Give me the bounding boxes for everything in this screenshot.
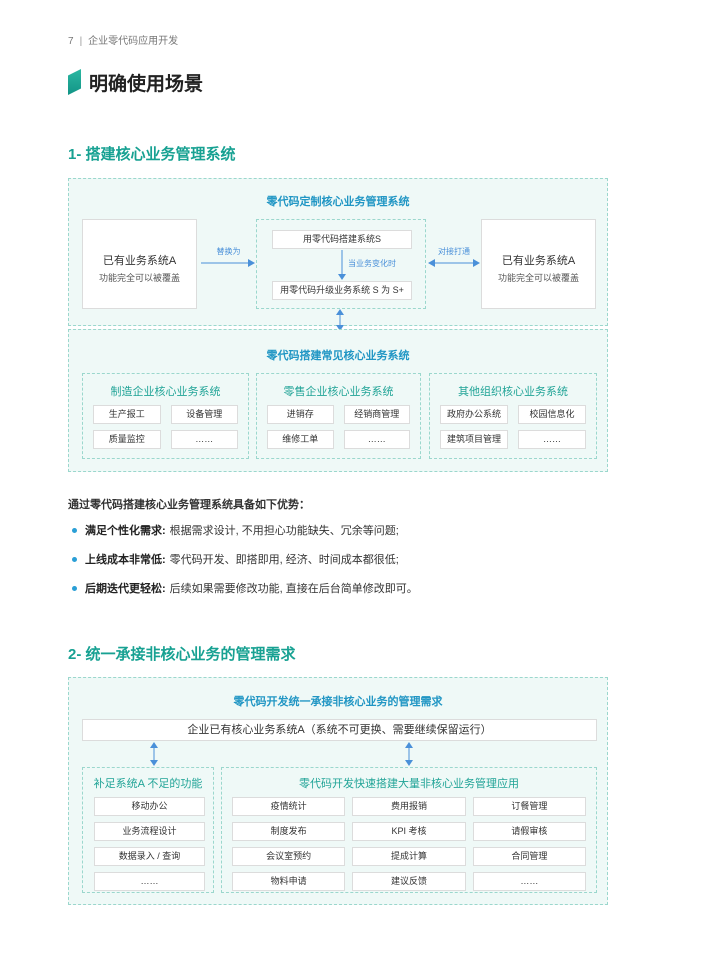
custom-core-system-box: 零代码定制核心业务管理系统 已有业务系统A 功能完全可以被覆盖 替换为 用零代码… (68, 178, 608, 326)
double-arrow-icon (428, 259, 480, 267)
advantages-intro: 通过零代码搭建核心业务管理系统具备如下优势： (68, 499, 310, 511)
app-item: 合同管理 (472, 847, 586, 866)
app-item: 提成计算 (352, 847, 466, 866)
existing-system-left-desc: 功能完全可以被覆盖 (98, 273, 180, 283)
retail-group: 零售企业核心业务系统 进销存 经销商管理 维修工单 …… (256, 373, 421, 459)
supplement-title: 补足系统A 不足的功能 (93, 778, 203, 790)
advantage-text: 零代码开发、即搭即用, 经济、时间成本都很低; (169, 554, 399, 566)
app-item: 制度发布 (232, 822, 346, 841)
advantage-text: 后续如果需要修改功能, 直接在后台简单修改即可。 (169, 583, 418, 595)
bullet-dot (72, 528, 77, 533)
advantage-label: 满足个性化需求: (85, 525, 166, 537)
vertical-double-arrow-icon (150, 742, 158, 766)
supplement-item: …… (94, 872, 205, 891)
page-title: 明确使用场景 (89, 74, 204, 95)
app-item: KPI 考核 (352, 822, 466, 841)
supplement-item: 业务流程设计 (94, 822, 205, 841)
group-item: 生产报工 (93, 405, 161, 424)
advantage-text: 根据需求设计, 不用担心功能缺失、冗余等问题; (169, 525, 399, 537)
app-item: …… (472, 872, 586, 891)
down-arrow-icon (338, 250, 346, 280)
title-marker-icon (68, 69, 81, 95)
build-system-step: 用零代码搭建系统S (272, 230, 412, 249)
retail-group-title: 零售企业核心业务系统 (283, 386, 394, 398)
right-arrow-icon (201, 259, 255, 267)
connect-label: 对接打通 (438, 247, 470, 256)
existing-system-left-name: 已有业务系统A (102, 255, 177, 267)
existing-system-right-name: 已有业务系统A (501, 255, 576, 267)
group-item: …… (518, 430, 586, 449)
other-org-group: 其他组织核心业务系统 政府办公系统 校园信息化 建筑项目管理 …… (429, 373, 597, 459)
advantage-item: 满足个性化需求:根据需求设计, 不用担心功能缺失、冗余等问题; (85, 524, 399, 538)
common-core-system-box: 零代码搭建常见核心业务系统 制造企业核心业务系统 生产报工 设备管理 质量监控 … (68, 329, 608, 472)
running-header: 7 | 企业零代码应用开发 (68, 32, 178, 47)
app-item: 订餐管理 (472, 797, 586, 816)
app-item: 疫情统计 (232, 797, 346, 816)
non-core-box-title: 零代码开发统一承接非核心业务的管理需求 (233, 696, 443, 708)
bullet-dot (72, 586, 77, 591)
supplement-functions-group: 补足系统A 不足的功能 移动办公 业务流程设计 数据录入 / 查询 …… (82, 767, 214, 893)
group-item: …… (170, 430, 238, 449)
supplement-item: 数据录入 / 查询 (94, 847, 205, 866)
group-item: 质量监控 (93, 430, 161, 449)
group-item: 政府办公系统 (440, 405, 508, 424)
bullet-dot (72, 557, 77, 562)
non-core-apps-group: 零代码开发快速搭建大量非核心业务管理应用 疫情统计 费用报销 订餐管理 制度发布… (221, 767, 597, 893)
other-org-group-title: 其他组织核心业务系统 (458, 386, 568, 398)
app-item: 建议反馈 (352, 872, 466, 891)
group-item: 经销商管理 (343, 405, 410, 424)
advantage-item: 后期迭代更轻松:后续如果需要修改功能, 直接在后台简单修改即可。 (85, 582, 418, 596)
group-item: 设备管理 (170, 405, 238, 424)
page-number: 7 (68, 36, 74, 47)
existing-system-left: 已有业务系统A 功能完全可以被覆盖 (82, 219, 197, 309)
app-item: 请假审核 (472, 822, 586, 841)
common-box-title: 零代码搭建常见核心业务系统 (266, 350, 410, 362)
existing-system-right: 已有业务系统A 功能完全可以被覆盖 (481, 219, 596, 309)
app-item: 会议室预约 (232, 847, 346, 866)
non-core-business-box: 零代码开发统一承接非核心业务的管理需求 企业已有核心业务系统A（系统不可更换、需… (68, 677, 608, 905)
replace-label: 替换为 (216, 247, 241, 256)
zero-code-system-group: 用零代码搭建系统S 当业务变化时 用零代码升级业务系统 S 为 S+ (256, 219, 426, 309)
section-1-heading: 1- 搭建核心业务管理系统 (68, 146, 236, 163)
group-item: 校园信息化 (518, 405, 586, 424)
advantage-label: 后期迭代更轻松: (85, 583, 166, 595)
change-label: 当业务变化时 (348, 259, 396, 268)
group-item: 建筑项目管理 (440, 430, 508, 449)
custom-box-title: 零代码定制核心业务管理系统 (266, 196, 410, 208)
advantage-label: 上线成本非常低: (85, 554, 166, 566)
core-system-bar: 企业已有核心业务系统A（系统不可更换、需要继续保留运行） (82, 719, 597, 741)
header-separator: | (79, 36, 83, 47)
app-item: 费用报销 (352, 797, 466, 816)
section-2-heading: 2- 统一承接非核心业务的管理需求 (68, 646, 296, 663)
vertical-double-arrow-icon (405, 742, 413, 766)
document-title: 企业零代码应用开发 (88, 36, 179, 47)
manufacturing-group: 制造企业核心业务系统 生产报工 设备管理 质量监控 …… (82, 373, 249, 459)
existing-system-right-desc: 功能完全可以被覆盖 (497, 273, 579, 283)
group-item: 维修工单 (267, 430, 334, 449)
group-item: 进销存 (267, 405, 334, 424)
group-item: …… (343, 430, 410, 449)
supplement-item: 移动办公 (94, 797, 205, 816)
manufacturing-group-title: 制造企业核心业务系统 (110, 386, 221, 398)
app-item: 物料申请 (232, 872, 346, 891)
apps-title: 零代码开发快速搭建大量非核心业务管理应用 (299, 778, 519, 790)
upgrade-system-step: 用零代码升级业务系统 S 为 S+ (272, 281, 412, 300)
advantage-item: 上线成本非常低:零代码开发、即搭即用, 经济、时间成本都很低; (85, 553, 399, 567)
vertical-double-arrow-icon (336, 309, 344, 331)
